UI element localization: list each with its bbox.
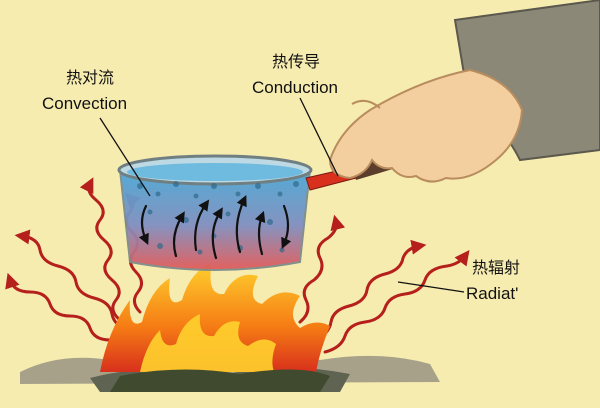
conduction-pointer xyxy=(299,97,339,177)
convection-arrows xyxy=(138,195,292,260)
radiation-label-cn: 热辐射 xyxy=(472,258,521,277)
radiation-pointer xyxy=(397,281,465,293)
radiation-arrows xyxy=(5,177,470,354)
convection-label-cn: 热对流 xyxy=(66,68,115,87)
conduction-label-cn: 热传导 xyxy=(272,52,321,71)
wavy-arrow-icon xyxy=(298,214,346,324)
wavy-arrow-icon xyxy=(79,177,122,322)
wavy-arrow-icon xyxy=(5,272,112,342)
radiation-label: Radiat' xyxy=(466,284,519,303)
wavy-arrow-icon xyxy=(313,239,427,342)
convection-label: Convection xyxy=(42,94,128,113)
wavy-arrow-icon xyxy=(14,229,132,332)
convection-pointer xyxy=(99,117,151,197)
hand-icon xyxy=(328,0,600,183)
campfire-icon xyxy=(100,262,330,392)
wavy-arrow-icon xyxy=(323,250,470,354)
conduction-label: Conduction xyxy=(252,78,339,97)
pointer-lines xyxy=(99,97,465,293)
